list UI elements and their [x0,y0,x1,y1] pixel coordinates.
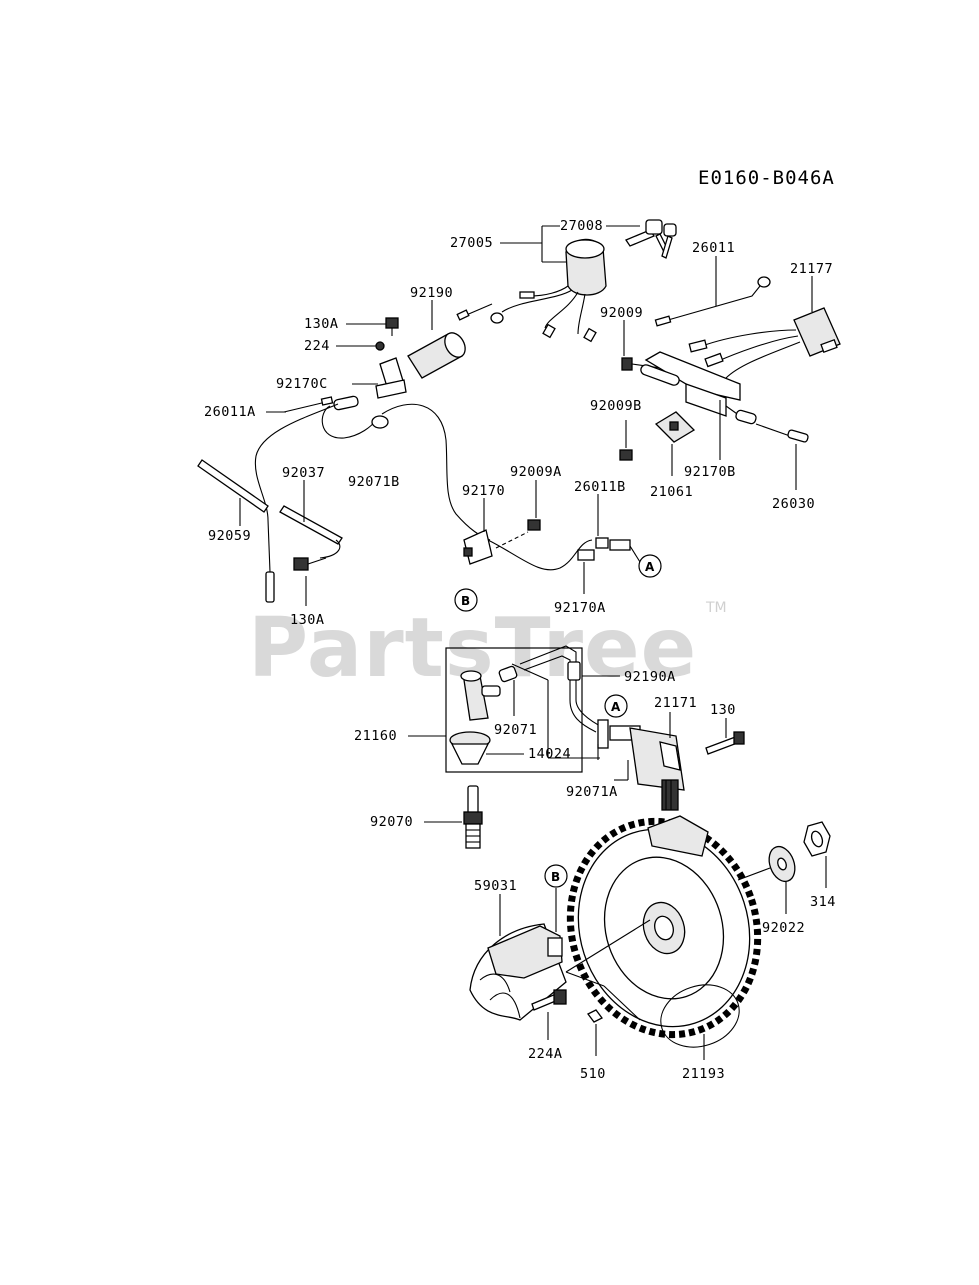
label-21177: 21177 [790,261,833,277]
ignition-coil-21171 [597,719,685,811]
label-92071: 92071 [494,722,537,738]
fan-housing-59031 [469,923,567,1021]
plug-cap-kit-box [445,647,583,773]
rod-92059 [197,459,269,513]
label-92071A: 92071A [566,784,618,800]
label-26011A: 26011A [204,404,256,420]
label-27005: 27005 [450,235,493,251]
key-510 [587,1009,603,1023]
bracket-92170 [463,529,493,565]
callout-b-bottom: B [544,864,568,888]
bolt-224A [531,989,567,1011]
label-92009B: 92009B [590,398,642,414]
label-224: 224 [304,338,330,354]
label-27008: 27008 [560,218,603,234]
diagram-code: E0160-B046A [698,167,835,189]
label-510: 510 [580,1066,606,1082]
washer-92022 [768,845,796,883]
screw-92009A [527,519,541,531]
label-92170C: 92170C [276,376,328,392]
regulator-21177 [688,307,841,379]
label-224A: 224A [528,1046,563,1062]
label-21171: 21171 [654,695,697,711]
label-21160: 21160 [354,728,397,744]
label-26011B: 26011B [574,479,626,495]
label-92170: 92170 [462,483,505,499]
label-92190: 92190 [410,285,453,301]
key-set [625,219,677,259]
label-21193: 21193 [682,1066,725,1082]
label-130: 130 [710,702,736,718]
callout-a-top-label: A [645,560,655,574]
wire-26011 [654,276,771,327]
bolt-130 [705,731,745,755]
screw-224 [375,341,385,351]
label-26011: 26011 [692,240,735,256]
bolt-130A-bottom [293,557,327,571]
callout-b-bottom-label: B [551,870,560,884]
diode-21061 [654,411,696,443]
callout-a-top: A [638,554,662,578]
clamp-92037 [279,505,343,559]
label-92037: 92037 [282,465,325,481]
screw-92009B [619,420,633,461]
terminal-92071 [498,665,518,683]
lead-92190A [519,645,605,733]
label-92009: 92009 [600,305,643,321]
plug-cap-21160 [460,670,501,721]
flywheel-21193 [566,815,762,1048]
label-92059: 92059 [208,528,251,544]
label-92170B: 92170B [684,464,736,480]
callout-a-mid-label: A [611,700,621,714]
callout-a-mid: A [604,694,628,718]
bracket-92170C [375,357,407,399]
cover-14024 [449,731,491,765]
spark-plug-92070 [463,785,483,849]
label-14024: 14024 [528,746,571,762]
label-92022: 92022 [762,920,805,936]
label-92071B: 92071B [348,474,400,490]
label-26030: 26030 [772,496,815,512]
connector-26011B [577,537,631,561]
label-314: 314 [810,894,836,910]
label-92009A: 92009A [510,464,562,480]
label-130A-top: 130A [304,316,339,332]
lead-92071B [381,403,593,571]
wire-26011A [254,395,389,603]
label-59031: 59031 [474,878,517,894]
label-92190A: 92190A [624,669,676,685]
bolt-130A-top [385,317,399,336]
label-92170A: 92170A [554,600,606,616]
callout-b-top-label: B [461,594,470,608]
bracket-92170B [640,351,809,443]
callout-b-top: B [454,588,478,612]
label-21061: 21061 [650,484,693,500]
condenser [407,332,466,379]
watermark-trademark: TM [705,600,727,616]
label-130A-bottom: 130A [290,612,325,628]
nut-314 [803,821,831,857]
label-92070: 92070 [370,814,413,830]
ignition-switch [456,238,607,343]
